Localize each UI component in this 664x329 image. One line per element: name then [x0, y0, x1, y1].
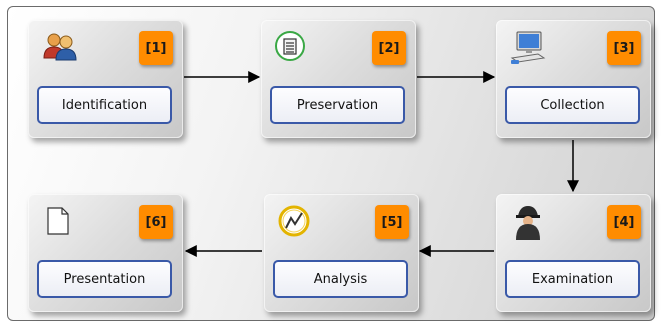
analysis-button[interactable]: Analysis — [273, 260, 408, 298]
investigator-icon — [508, 202, 548, 242]
step-tile-preservation: [2] Preservation — [261, 20, 416, 138]
step-number-badge: [6] — [139, 205, 173, 239]
document-list-icon — [273, 28, 313, 68]
computer-icon — [508, 28, 548, 68]
step-number-badge: [1] — [139, 31, 173, 65]
step-tile-presentation: [6] Presentation — [28, 194, 183, 312]
step-number-badge: [2] — [372, 31, 406, 65]
blank-page-icon — [40, 202, 80, 242]
step-tile-examination: [4] Examination — [496, 194, 651, 312]
step-tile-collection: [3] Collection — [496, 20, 651, 138]
step-number-badge: [3] — [607, 31, 641, 65]
preservation-button[interactable]: Preservation — [270, 86, 405, 124]
presentation-button[interactable]: Presentation — [37, 260, 172, 298]
analysis-chart-icon — [276, 202, 316, 242]
step-tile-identification: [1] Identification — [28, 20, 183, 138]
step-number-badge: [4] — [607, 205, 641, 239]
identification-button[interactable]: Identification — [37, 86, 172, 124]
users-icon — [40, 28, 80, 68]
collection-button[interactable]: Collection — [505, 86, 640, 124]
step-number-badge: [5] — [375, 205, 409, 239]
step-tile-analysis: [5] Analysis — [264, 194, 419, 312]
examination-button[interactable]: Examination — [505, 260, 640, 298]
